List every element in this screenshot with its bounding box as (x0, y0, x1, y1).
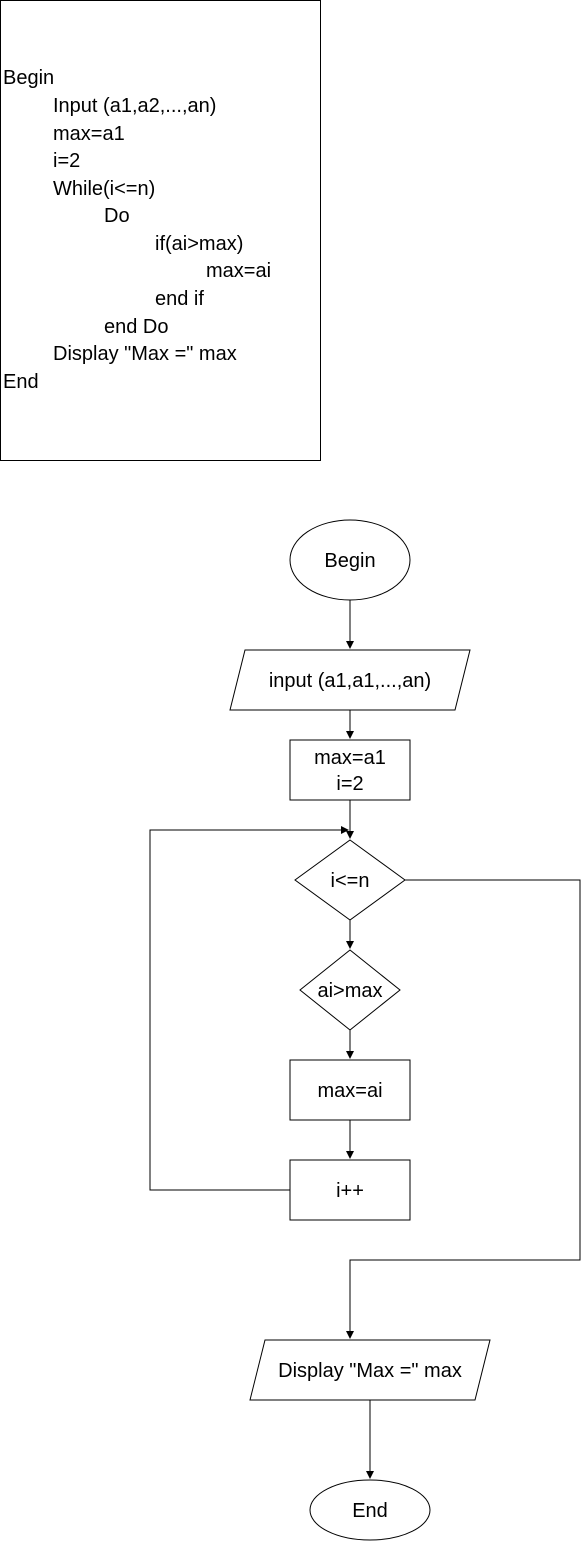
pseudocode-line-end: End (3, 371, 39, 393)
assign-process-box (289, 1059, 411, 1121)
pseudocode-line-while: While(i<=n) (53, 178, 156, 200)
input-label: input (a1,a1,...,an) (269, 670, 431, 692)
compare-condition-label: ai>max (317, 980, 382, 1002)
display-parallelogram (249, 1339, 491, 1401)
increment-label: i++ (336, 1180, 364, 1202)
pseudocode-line-if: if(ai>max) (155, 233, 244, 255)
pseudocode-line-display: Display "Max =" max (53, 343, 237, 365)
pseudocode-line-assign: max=ai (206, 260, 272, 282)
pseudocode-panel (0, 0, 321, 461)
init-label-line2: i=2 (336, 773, 363, 795)
begin-label: Begin (324, 550, 375, 572)
pseudocode-line-end-do: end Do (104, 316, 169, 338)
init-process-box (289, 739, 411, 801)
increment-process-box (289, 1159, 411, 1221)
connector-loop-exit (346, 879, 581, 1339)
pseudocode-line-input: Input (a1,a2,...,an) (53, 95, 217, 117)
loop-decision (294, 839, 406, 921)
pseudocode-line-do: Do (104, 205, 130, 227)
loop-condition-label: i<=n (331, 870, 370, 892)
compare-decision (299, 949, 401, 1031)
display-label: Display "Max =" max (278, 1360, 462, 1382)
pseudocode-line-i-init: i=2 (53, 150, 81, 172)
pseudocode-line-begin: Begin (3, 67, 55, 89)
begin-terminal (289, 519, 411, 601)
end-label: End (352, 1500, 388, 1522)
pseudocode-line-max-init: max=a1 (53, 123, 125, 145)
init-label-line1: max=a1 (314, 747, 386, 769)
pseudocode-line-end-if: end if (155, 288, 204, 310)
assign-label: max=ai (317, 1080, 382, 1102)
input-parallelogram (229, 649, 471, 711)
end-terminal (309, 1479, 431, 1541)
connector-loop-back (149, 826, 349, 1191)
